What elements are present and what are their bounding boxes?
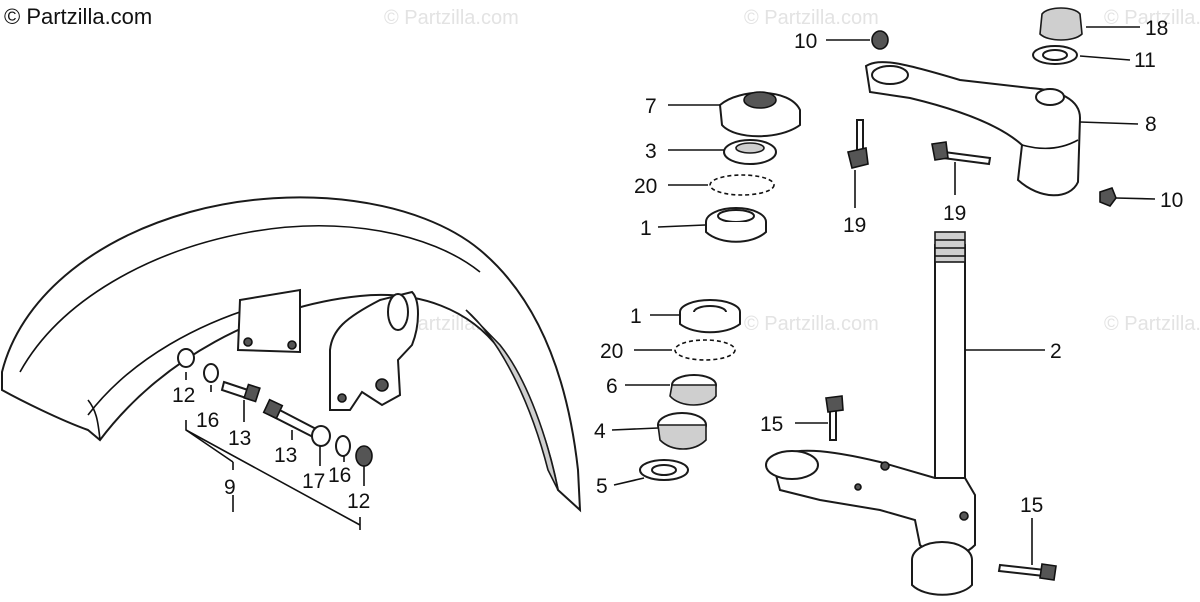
callout-3: 3 bbox=[645, 140, 657, 163]
nut-10-top[interactable] bbox=[871, 30, 889, 50]
upper-ball-race[interactable] bbox=[705, 207, 767, 243]
steel-balls-lower[interactable] bbox=[674, 339, 736, 361]
callout-13-left: 13 bbox=[228, 427, 251, 450]
callout-20-upper: 20 bbox=[634, 175, 657, 198]
front-fender[interactable] bbox=[0, 196, 582, 513]
callout-16-left: 16 bbox=[196, 409, 219, 432]
callout-11: 11 bbox=[1134, 49, 1156, 72]
callout-1-upper: 1 bbox=[640, 217, 652, 240]
lower-ball-race[interactable] bbox=[679, 299, 741, 334]
callout-18: 18 bbox=[1145, 17, 1168, 40]
callout-2: 2 bbox=[1050, 340, 1062, 363]
upper-race[interactable] bbox=[723, 139, 777, 165]
callout-4: 4 bbox=[594, 420, 606, 443]
watermark: © Partzilla.com bbox=[1104, 313, 1200, 335]
copyright-label: © Partzilla.com bbox=[4, 4, 153, 29]
top-bridge[interactable] bbox=[864, 61, 1082, 197]
callout-19-right: 19 bbox=[943, 202, 966, 225]
bolt-19-right[interactable] bbox=[931, 141, 992, 166]
bolt-19-left[interactable] bbox=[847, 119, 869, 169]
callout-5: 5 bbox=[596, 475, 608, 498]
steering-stem[interactable] bbox=[765, 231, 976, 596]
leader-lines bbox=[185, 26, 1156, 565]
callout-8: 8 bbox=[1145, 113, 1157, 136]
watermark: © Partzilla.com bbox=[1104, 7, 1200, 29]
stem-washer[interactable] bbox=[1032, 45, 1078, 65]
callout-7: 7 bbox=[645, 95, 657, 118]
steel-balls-upper[interactable] bbox=[709, 174, 775, 196]
callout-6: 6 bbox=[606, 375, 618, 398]
callout-16-right: 16 bbox=[328, 464, 351, 487]
watermark: © Partzilla.com bbox=[744, 7, 879, 29]
dust-seal-washer[interactable] bbox=[639, 459, 689, 481]
bolt-15-lower[interactable] bbox=[997, 563, 1057, 581]
callout-1-lower: 1 bbox=[630, 305, 642, 328]
callout-9: 9 bbox=[224, 476, 236, 499]
callout-17: 17 bbox=[302, 470, 325, 493]
callout-12-right: 12 bbox=[347, 490, 370, 513]
nut-10-right[interactable] bbox=[1099, 187, 1117, 207]
fender-hardware-left[interactable] bbox=[177, 348, 261, 403]
top-cone-race[interactable] bbox=[718, 91, 801, 138]
callout-10-right: 10 bbox=[1160, 189, 1183, 212]
callout-20-lower: 20 bbox=[600, 340, 623, 363]
callout-15-upper: 15 bbox=[760, 413, 783, 436]
callout-19-left: 19 bbox=[843, 214, 866, 237]
callout-labels: 10 11 18 8 10 19 19 7 3 20 1 1 20 6 4 5 … bbox=[172, 17, 1183, 517]
callout-12-left: 12 bbox=[172, 384, 195, 407]
callout-13-right: 13 bbox=[274, 444, 297, 467]
callout-10-top: 10 bbox=[794, 30, 817, 53]
stem-nut[interactable] bbox=[1039, 7, 1083, 41]
watermark: © Partzilla.com bbox=[744, 313, 879, 335]
fender-hardware-right[interactable] bbox=[262, 398, 373, 467]
watermark: © Partzilla.com bbox=[384, 7, 519, 29]
callout-15-lower: 15 bbox=[1020, 494, 1043, 517]
lower-cone-race[interactable] bbox=[669, 374, 717, 406]
dust-seal[interactable] bbox=[657, 412, 707, 450]
bolt-15-upper[interactable] bbox=[825, 395, 844, 441]
